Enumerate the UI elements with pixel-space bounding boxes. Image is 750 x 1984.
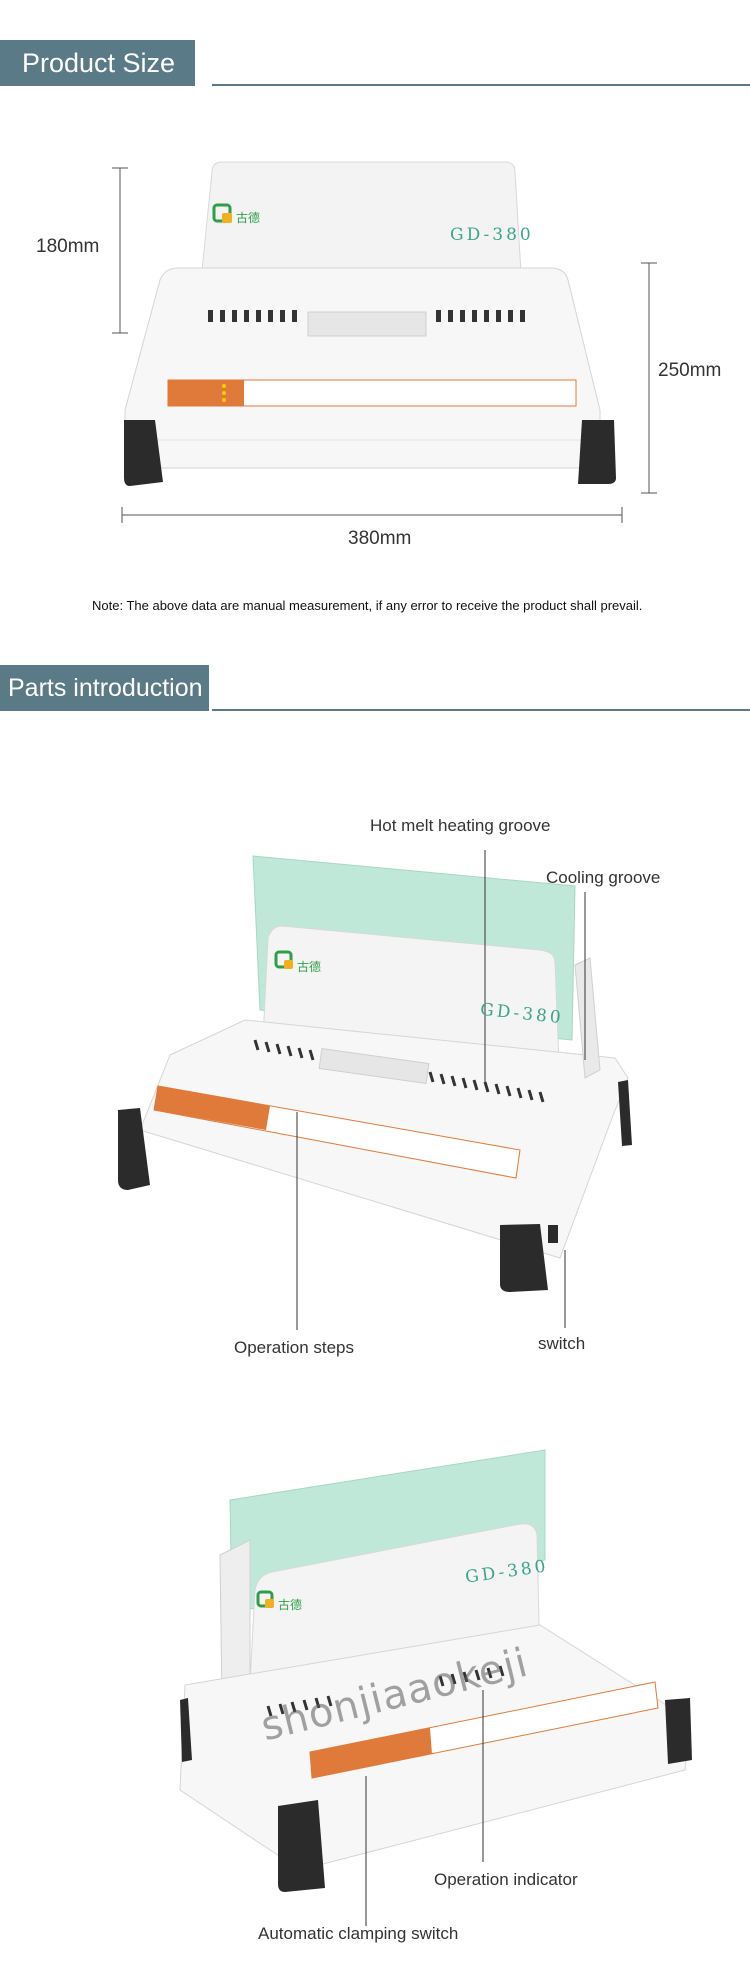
callout-automatic-clamping-switch: Automatic clamping switch — [258, 1924, 459, 1943]
section-title: Product Size — [0, 40, 196, 86]
machine-dimension-drawing — [112, 161, 657, 523]
section-header-parts: Parts introduction — [0, 665, 750, 711]
section-title: Parts introduction — [0, 665, 209, 711]
measurement-note: Note: The above data are manual measurem… — [92, 598, 643, 613]
dimension-height-total: 250mm — [658, 360, 722, 381]
brand-logo: 古德 — [297, 960, 322, 974]
model-label: GD-380 — [450, 225, 534, 245]
section-rule — [212, 84, 750, 86]
dimension-height-small: 180mm — [36, 236, 100, 257]
dimension-width: 380mm — [348, 528, 412, 549]
section-header-product-size: Product Size — [0, 40, 750, 86]
section-rule — [212, 709, 750, 711]
callout-cooling-groove: Cooling groove — [546, 868, 661, 887]
callout-operation-indicator: Operation indicator — [434, 1870, 578, 1889]
brand-logo: 古德 — [278, 1598, 303, 1612]
callout-hot-melt-heating-groove: Hot melt heating groove — [370, 816, 551, 835]
callout-operation-steps: Operation steps — [234, 1338, 355, 1357]
brand-logo: 古德 — [236, 211, 261, 225]
callout-switch: switch — [538, 1334, 586, 1353]
